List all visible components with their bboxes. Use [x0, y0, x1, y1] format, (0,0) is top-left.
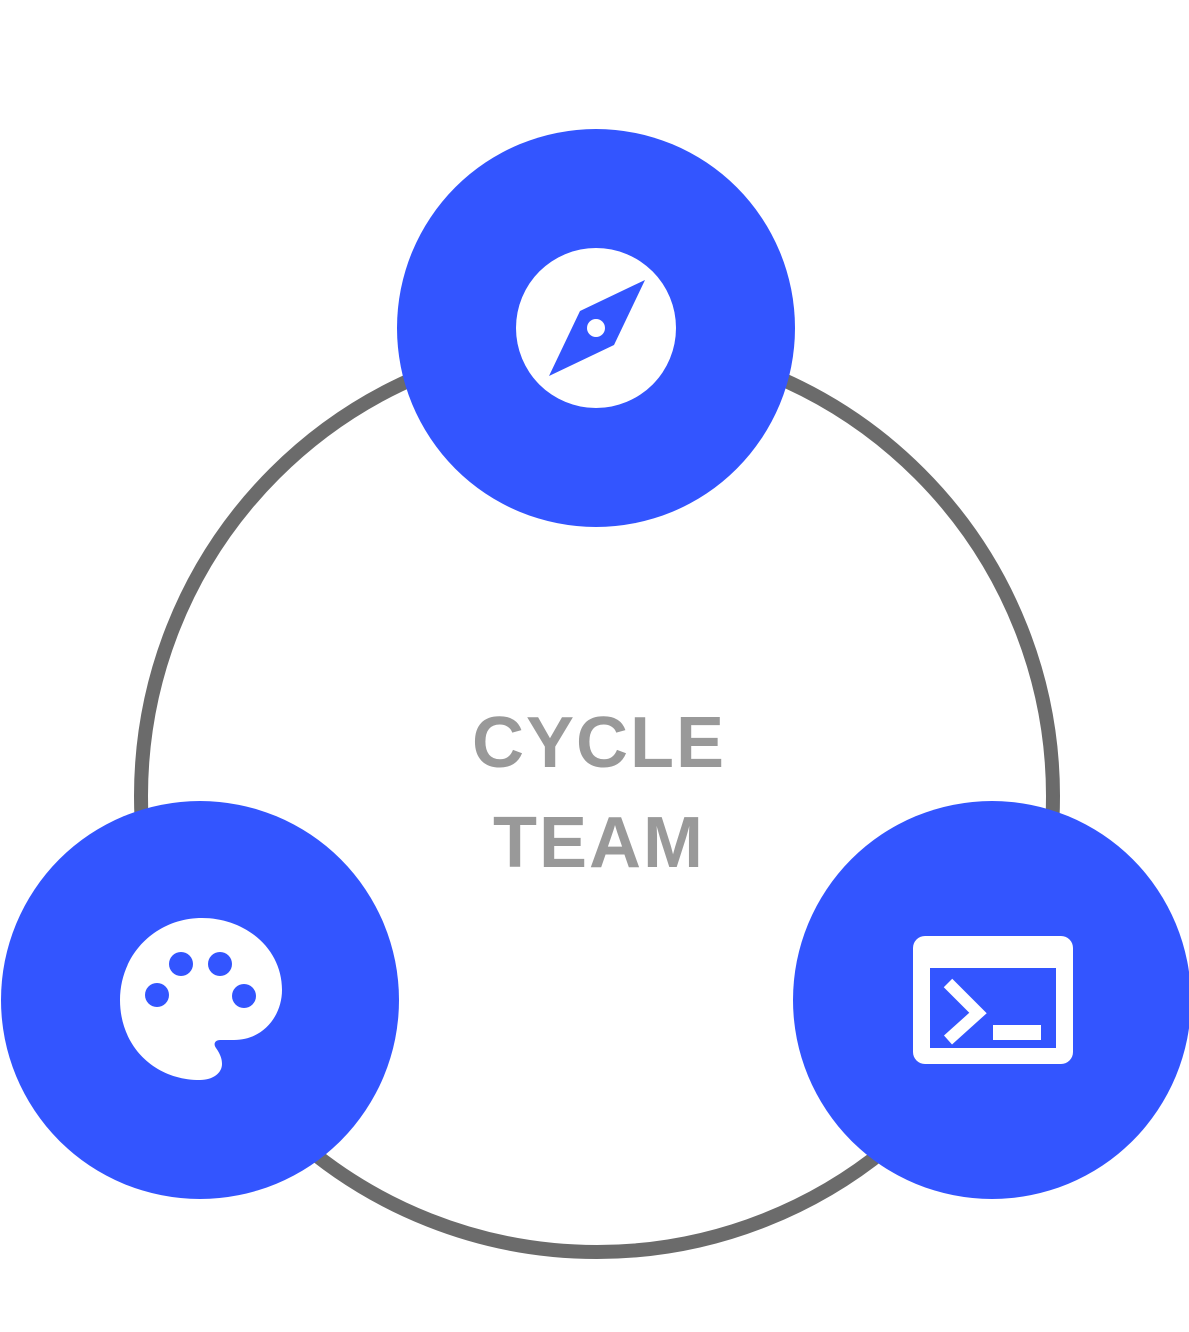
compass-icon [516, 248, 676, 408]
node-top [397, 129, 795, 527]
node-left [1, 801, 399, 1199]
terminal-icon [913, 936, 1073, 1064]
node-right [793, 801, 1189, 1199]
center-title-line-1: CYCLE [472, 703, 726, 783]
palette-icon [120, 918, 282, 1080]
center-title-line-2: TEAM [493, 803, 705, 883]
